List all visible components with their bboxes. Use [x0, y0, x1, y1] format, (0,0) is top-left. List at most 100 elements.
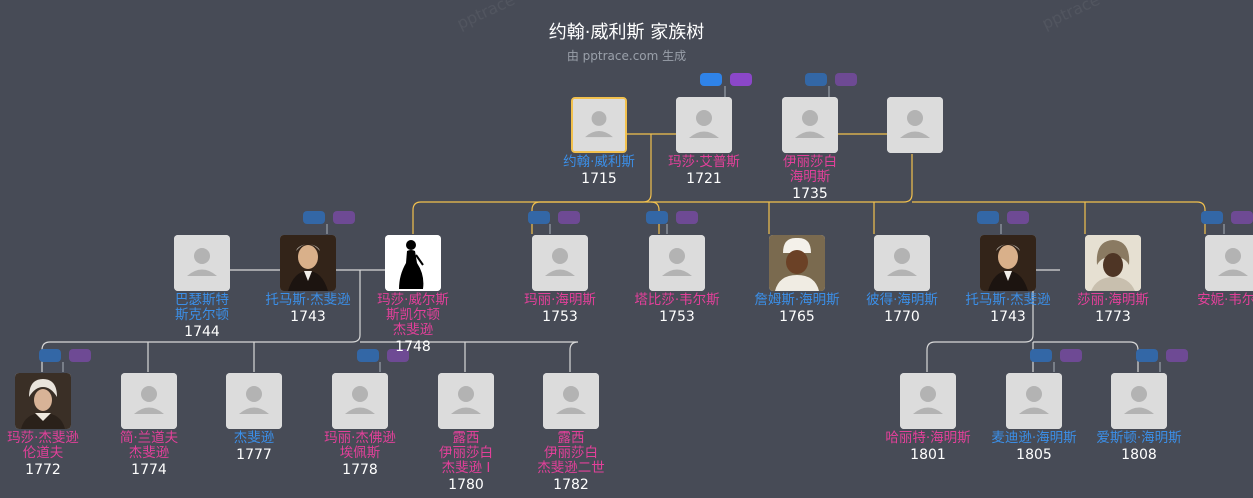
- person-name[interactable]: 玛莎·杰斐逊伦道夫: [0, 431, 118, 461]
- birth-year: 1715: [581, 171, 617, 187]
- pill-blue: [357, 349, 379, 362]
- person-name[interactable]: 伊丽莎白海明斯: [735, 155, 885, 185]
- person-name[interactable]: 露西伊丽莎白杰斐逊二世: [496, 431, 646, 476]
- person-name-line: 詹姆斯·海明斯: [754, 292, 840, 308]
- person-name[interactable]: 玛丽·杰佛逊埃佩斯: [285, 431, 435, 461]
- pill-purple: [676, 211, 698, 224]
- pill-purple: [387, 349, 409, 362]
- person-name[interactable]: 玛莎·威尔斯斯凯尔顿杰斐逊: [338, 293, 488, 338]
- avatar[interactable]: [543, 373, 599, 429]
- parent-link: [412, 134, 652, 234]
- birth-year: 1772: [25, 462, 61, 478]
- pill-purple: [333, 211, 355, 224]
- person-name[interactable]: 塔比莎·韦尔斯: [602, 293, 752, 308]
- page-title: 约翰·威利斯 家族树: [548, 22, 705, 43]
- person-name[interactable]: 约翰·威利斯: [524, 155, 674, 170]
- parent-link: [41, 270, 361, 372]
- person-name-line: 玛莎·艾普斯: [668, 154, 740, 170]
- person-name[interactable]: 杰斐逊: [179, 431, 329, 446]
- person-name[interactable]: 詹姆斯·海明斯: [722, 293, 872, 308]
- avatar[interactable]: [15, 373, 71, 429]
- avatar[interactable]: [226, 373, 282, 429]
- person-name[interactable]: 爱斯顿·海明斯: [1064, 431, 1214, 446]
- person-name[interactable]: 托马斯·杰斐逊: [233, 293, 383, 308]
- person-name[interactable]: 哈丽特·海明斯: [853, 431, 1003, 446]
- birth-year: 1735: [792, 186, 828, 202]
- avatar[interactable]: [1205, 235, 1253, 291]
- person-name[interactable]: 巴瑟斯特斯克尔顿: [127, 293, 277, 323]
- person-name-line: 伊丽莎白: [439, 445, 493, 461]
- person-name[interactable]: 彼得·海明斯: [827, 293, 977, 308]
- avatar[interactable]: [532, 235, 588, 291]
- person-name-line: 斯凯尔顿: [386, 307, 440, 323]
- pill-blue: [805, 73, 827, 86]
- pill-blue: [1201, 211, 1223, 224]
- birth-year: 1773: [1095, 309, 1131, 325]
- avatar[interactable]: [649, 235, 705, 291]
- person-name-line: 杰斐逊: [392, 322, 434, 338]
- person-name-line: 彼得·海明斯: [866, 292, 938, 308]
- person-name-line: 玛丽·海明斯: [524, 292, 596, 308]
- person-name-line: 麦迪逊·海明斯: [991, 430, 1077, 446]
- avatar[interactable]: [782, 97, 838, 153]
- avatar[interactable]: [438, 373, 494, 429]
- birth-year: 1782: [553, 477, 589, 493]
- person-name-line: 玛莎·威尔斯: [377, 292, 449, 308]
- pill-purple: [1007, 211, 1029, 224]
- avatar[interactable]: [121, 373, 177, 429]
- birth-year: 1778: [342, 462, 378, 478]
- birth-year: 1748: [395, 339, 431, 355]
- avatar[interactable]: [174, 235, 230, 291]
- person-name[interactable]: 玛丽·海明斯: [485, 293, 635, 308]
- birth-year: 1721: [686, 171, 722, 187]
- pill-blue: [646, 211, 668, 224]
- avatar[interactable]: [280, 235, 336, 291]
- person-name-line: 简·兰道夫: [119, 430, 179, 446]
- person-name[interactable]: 安妮·韦尔斯: [1158, 293, 1253, 308]
- person-name-line: 杰斐逊 I: [441, 460, 491, 476]
- birth-year: 1780: [448, 477, 484, 493]
- person-name-line: 杰斐逊: [233, 430, 275, 446]
- avatar[interactable]: [769, 235, 825, 291]
- person-name-line: 斯克尔顿: [175, 307, 229, 323]
- person-name-line: 托马斯·杰斐逊: [265, 292, 351, 308]
- person-name-line: 海明斯: [789, 169, 831, 185]
- person-name[interactable]: 麦迪逊·海明斯: [959, 431, 1109, 446]
- birth-year: 1770: [884, 309, 920, 325]
- person-name[interactable]: 托马斯·杰斐逊: [933, 293, 1083, 308]
- birth-year: 1801: [910, 447, 946, 463]
- avatar[interactable]: [874, 235, 930, 291]
- person-name[interactable]: 简·兰道夫杰斐逊: [74, 431, 224, 461]
- birth-year: 1743: [990, 309, 1026, 325]
- person-name-line: 玛莎·杰斐逊: [7, 430, 79, 446]
- person-name-line: 玛丽·杰佛逊: [324, 430, 396, 446]
- person-name[interactable]: 露西伊丽莎白杰斐逊 I: [391, 431, 541, 476]
- person-name-line: 露西: [452, 430, 480, 446]
- birth-year: 1744: [184, 324, 220, 340]
- avatar[interactable]: [1111, 373, 1167, 429]
- person-name-line: 伦道夫: [22, 445, 64, 461]
- person-name[interactable]: 莎丽·海明斯: [1038, 293, 1188, 308]
- avatar[interactable]: [332, 373, 388, 429]
- avatar[interactable]: [676, 97, 732, 153]
- avatar[interactable]: [980, 235, 1036, 291]
- birth-year: 1765: [779, 309, 815, 325]
- person-name-line: 塔比莎·韦尔斯: [634, 292, 720, 308]
- birth-year: 1808: [1121, 447, 1157, 463]
- person-name-line: 杰斐逊: [128, 445, 170, 461]
- avatar[interactable]: [571, 97, 627, 153]
- person-name[interactable]: 玛莎·艾普斯: [629, 155, 779, 170]
- pill-purple: [558, 211, 580, 224]
- person-name-line: 安妮·韦尔斯: [1197, 292, 1253, 308]
- pill-blue: [700, 73, 722, 86]
- avatar[interactable]: [887, 97, 943, 153]
- person-name-line: 伊丽莎白: [544, 445, 598, 461]
- avatar[interactable]: [385, 235, 441, 291]
- pill-purple: [835, 73, 857, 86]
- person-name-line: 哈丽特·海明斯: [885, 430, 971, 446]
- pill-blue: [39, 349, 61, 362]
- avatar[interactable]: [900, 373, 956, 429]
- avatar[interactable]: [1006, 373, 1062, 429]
- page-subtitle: 由 pptrace.com 生成: [566, 49, 687, 63]
- avatar[interactable]: [1085, 235, 1141, 291]
